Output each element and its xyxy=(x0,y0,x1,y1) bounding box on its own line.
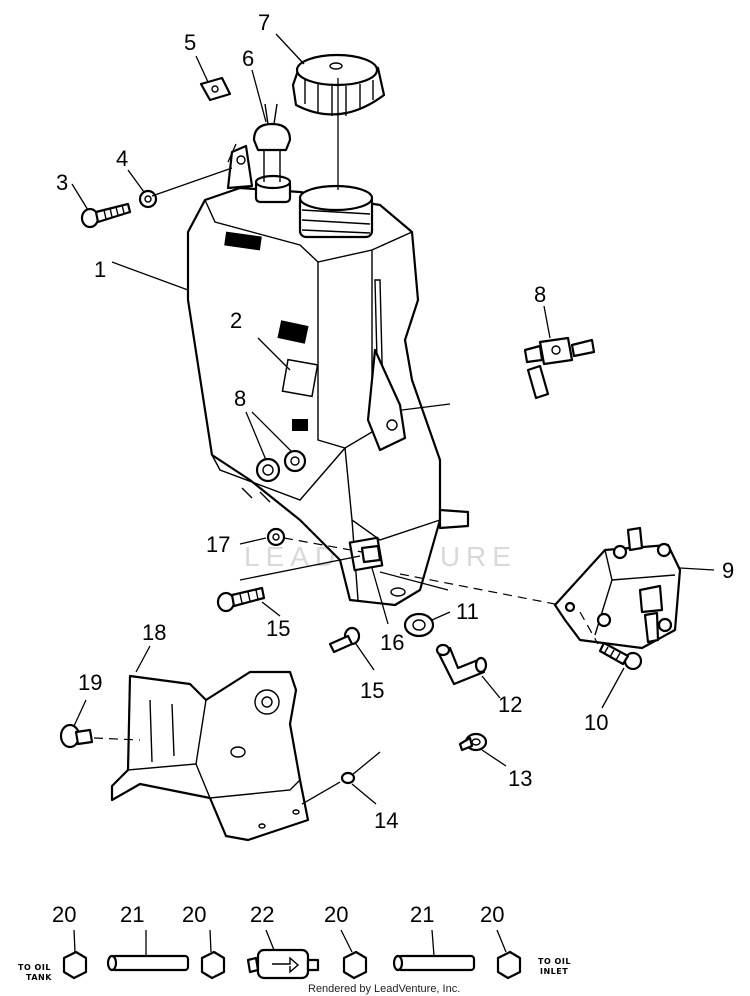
washer-4 xyxy=(138,189,158,209)
callout-3: 3 xyxy=(56,170,68,195)
callout-8-valve: 8 xyxy=(534,282,546,307)
clamp-20d xyxy=(496,950,522,980)
to-oil-tank-line2: TANK xyxy=(26,973,52,982)
callout-20-d: 20 xyxy=(480,902,504,927)
fuel-line-assembly xyxy=(62,929,522,980)
grommet-11 xyxy=(403,612,435,638)
filler-cap xyxy=(291,53,386,116)
cable-tie xyxy=(340,751,381,785)
oil-tank xyxy=(186,144,470,607)
callout-15-b: 15 xyxy=(360,678,384,703)
clip-nut xyxy=(199,76,232,102)
to-oil-inlet-line1: TO OIL xyxy=(538,957,571,966)
clamp-20c xyxy=(342,950,368,980)
callout-22: 22 xyxy=(250,902,274,927)
nut-16 xyxy=(360,544,382,564)
callout-21-b: 21 xyxy=(410,902,434,927)
callout-20-c: 20 xyxy=(324,902,348,927)
callout-numbers: 1 2 3 4 5 6 7 8 8 9 10 11 12 13 14 15 15… xyxy=(52,10,734,927)
callout-2: 2 xyxy=(230,308,242,333)
screw-15b xyxy=(328,626,361,654)
callout-14: 14 xyxy=(374,808,398,833)
assembly-lines xyxy=(93,537,599,741)
callout-9: 9 xyxy=(722,558,734,583)
screw-15a xyxy=(216,586,266,613)
to-oil-inlet-line2: INLET xyxy=(540,967,568,976)
callout-10: 10 xyxy=(584,710,608,735)
mounting-bracket xyxy=(110,670,310,842)
elbow-fitting xyxy=(435,643,488,686)
callout-11: 11 xyxy=(456,599,479,624)
clamp-20a xyxy=(62,950,88,980)
clamp-20b xyxy=(200,950,226,980)
callout-8-tank: 8 xyxy=(234,386,246,411)
screw-10 xyxy=(598,641,643,671)
callout-13: 13 xyxy=(508,766,532,791)
callout-5: 5 xyxy=(184,30,196,55)
line-labels: TO OIL TANK TO OIL INLET xyxy=(18,957,571,982)
callout-18: 18 xyxy=(142,620,166,645)
fuel-pump xyxy=(553,526,682,650)
nut-17 xyxy=(266,527,286,547)
callout-1: 1 xyxy=(94,257,106,282)
vent-tube xyxy=(252,103,292,182)
callout-15-a: 15 xyxy=(266,616,290,641)
callout-6: 6 xyxy=(242,46,254,71)
wing-nut xyxy=(59,723,94,749)
callout-19: 19 xyxy=(78,670,102,695)
callout-20-a: 20 xyxy=(52,902,76,927)
callout-17: 17 xyxy=(206,532,230,557)
render-credit: Rendered by LeadVenture, Inc. xyxy=(308,983,460,995)
callout-7: 7 xyxy=(258,10,270,35)
screw-3 xyxy=(80,202,132,229)
hose-clamp xyxy=(458,732,488,752)
filter-22 xyxy=(246,948,320,980)
callout-4: 4 xyxy=(116,146,128,171)
callout-16: 16 xyxy=(380,630,404,655)
leader-lines xyxy=(71,33,715,805)
hose-21a xyxy=(106,954,190,972)
callout-12: 12 xyxy=(498,692,522,717)
to-oil-tank-line1: TO OIL xyxy=(18,963,51,972)
callout-20-b: 20 xyxy=(182,902,206,927)
callout-21-a: 21 xyxy=(120,902,144,927)
hose-21b xyxy=(392,954,476,972)
fuel-valve xyxy=(523,336,596,400)
